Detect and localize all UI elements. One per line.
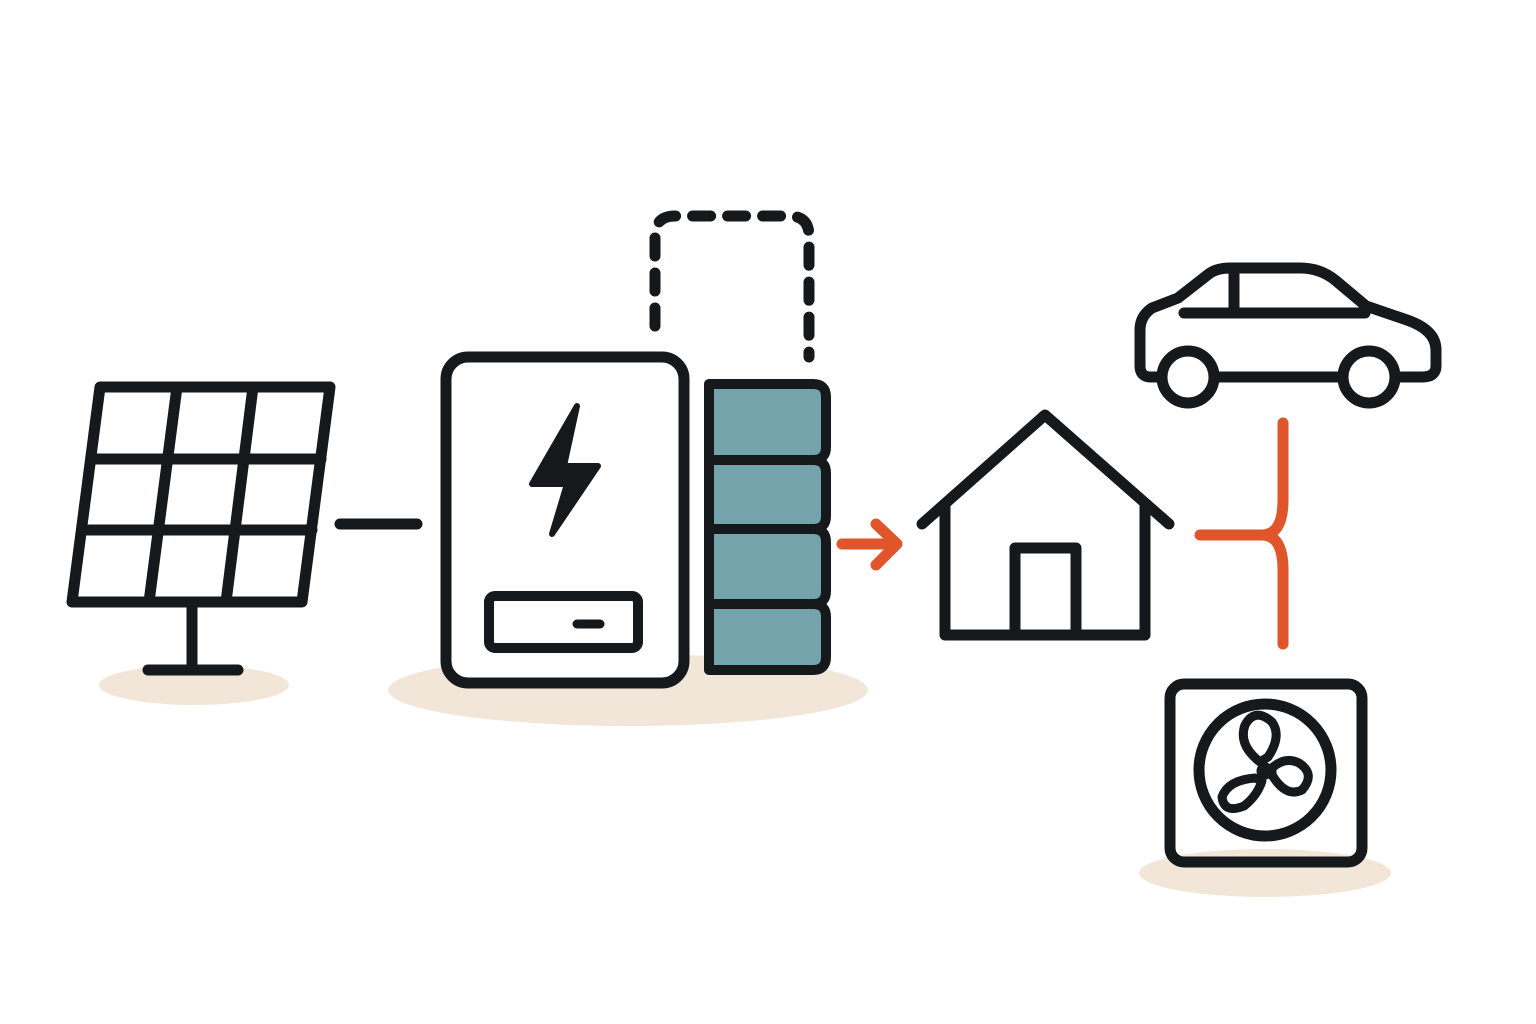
car-wheel-rear — [1337, 345, 1401, 409]
fan-icon — [1217, 710, 1313, 813]
house-icon — [916, 409, 1175, 641]
battery-to-house-arrow — [836, 518, 903, 571]
solar-panel-icon — [66, 381, 336, 676]
battery-cell-2 — [704, 455, 831, 534]
battery-cell-3 — [704, 524, 831, 609]
heat-pump-unit — [1164, 678, 1368, 868]
battery-stack-icon — [704, 379, 831, 675]
car-wheel-front — [1156, 345, 1220, 409]
lightning-bolt-icon — [529, 403, 601, 537]
inverter-display — [484, 591, 643, 653]
inverter-unit — [440, 351, 690, 689]
battery-cell-4 — [704, 599, 831, 675]
house-branch-connector — [1194, 417, 1289, 650]
car-icon — [1134, 262, 1442, 409]
house-door — [1009, 542, 1082, 641]
battery-cell-1 — [704, 379, 831, 465]
dashed-connection-loop — [649, 210, 815, 363]
fan-guard — [1193, 698, 1337, 842]
heat-pump-housing — [1164, 678, 1368, 868]
car-body — [1134, 262, 1442, 383]
